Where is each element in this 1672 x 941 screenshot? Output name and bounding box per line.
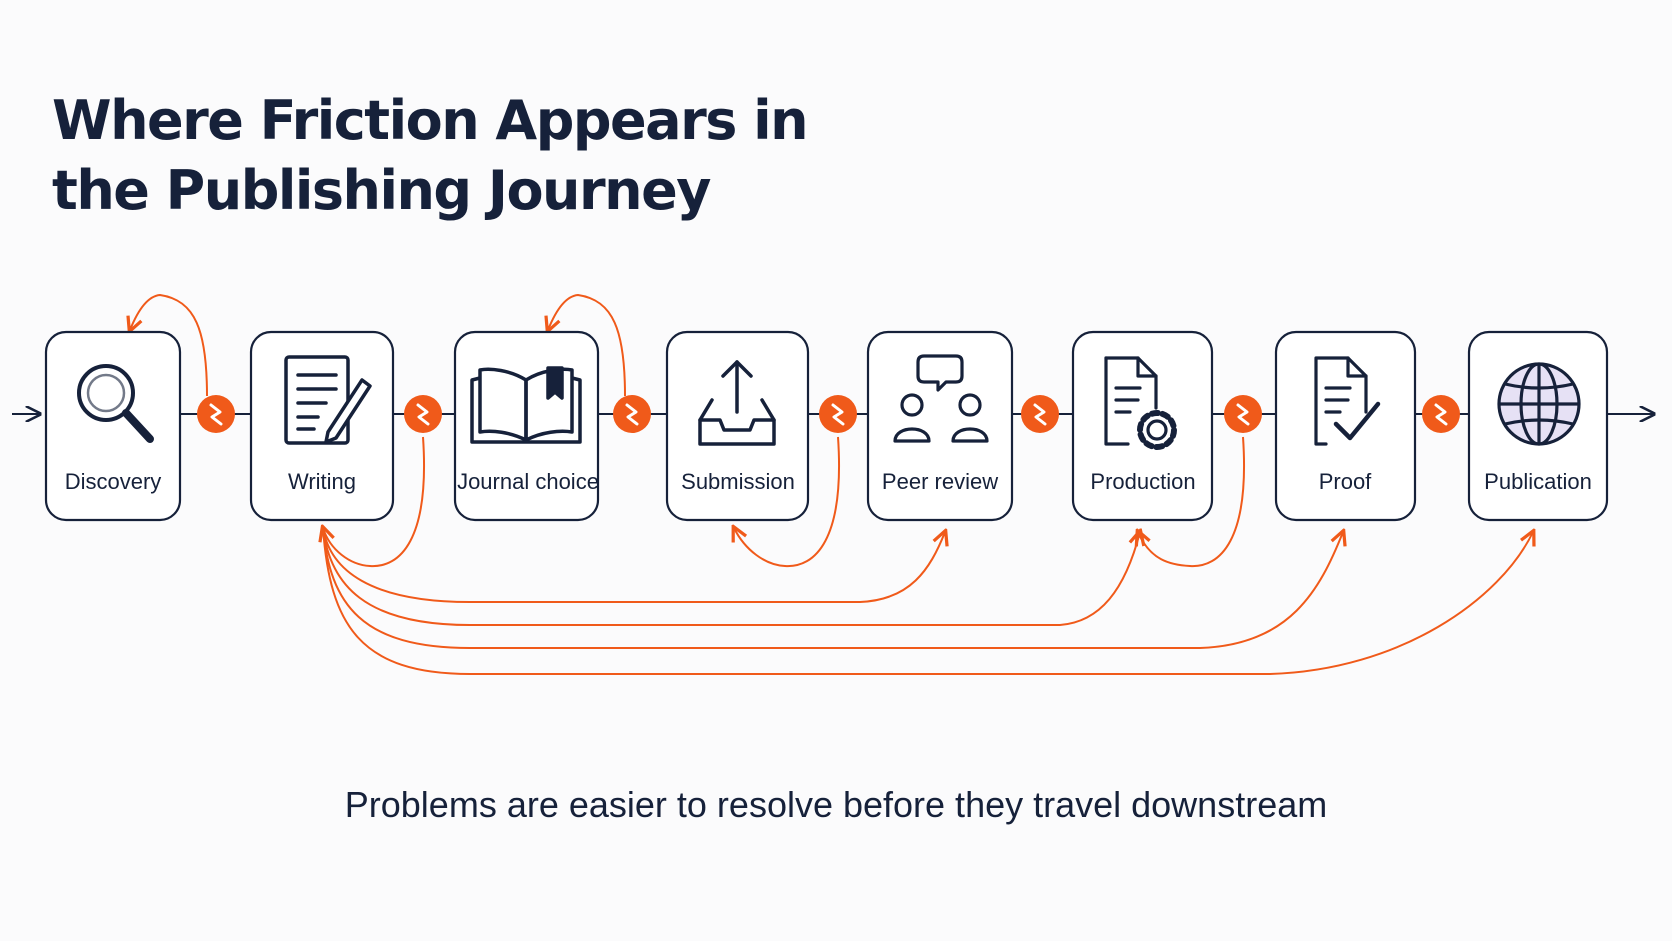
path-writing-to-proof bbox=[322, 528, 1343, 649]
stage-label: Submission bbox=[681, 469, 795, 494]
stage-label: Writing bbox=[288, 469, 356, 494]
document-check-icon bbox=[1314, 356, 1381, 446]
caption: Problems are easier to resolve before th… bbox=[344, 784, 1328, 825]
stage-label: Publication bbox=[1484, 469, 1592, 494]
stage-discovery: Discovery bbox=[44, 330, 182, 522]
lightning-icon bbox=[819, 395, 857, 433]
feedback-arrows bbox=[130, 293, 1533, 675]
lightning-icon bbox=[613, 395, 651, 433]
path-writing-to-peer-review bbox=[322, 528, 945, 603]
friction-markers bbox=[197, 395, 1460, 433]
title-line-1: Where Friction Appears in bbox=[52, 89, 809, 152]
globe-icon bbox=[1497, 362, 1581, 446]
stage-label: Discovery bbox=[65, 469, 162, 494]
loop-journal-choice-to-writing bbox=[323, 436, 425, 568]
open-book-icon bbox=[470, 366, 582, 444]
lightning-icon bbox=[197, 395, 235, 433]
stage-publication: Publication bbox=[1467, 330, 1609, 522]
reviewers-chat-icon bbox=[893, 354, 989, 443]
path-writing-to-production bbox=[322, 528, 1140, 626]
lightning-icon bbox=[1422, 395, 1460, 433]
upload-tray-icon bbox=[698, 360, 776, 446]
stage-journal-choice: Journal choice bbox=[453, 330, 600, 522]
document-pencil-icon bbox=[284, 355, 372, 445]
stage-box bbox=[665, 330, 810, 522]
stage-production: Production bbox=[1071, 330, 1214, 522]
loop-peer-review-to-submission bbox=[734, 436, 840, 568]
stage-box bbox=[866, 330, 1014, 522]
stage-label: Proof bbox=[1319, 469, 1372, 494]
stage-label: Peer review bbox=[882, 469, 998, 494]
magnifier-icon bbox=[77, 364, 154, 443]
stage-label: Production bbox=[1090, 469, 1195, 494]
document-gear-icon bbox=[1104, 356, 1177, 450]
stage-label: Journal choice bbox=[457, 469, 599, 494]
stage-writing: Writing bbox=[249, 330, 395, 522]
stage-box bbox=[44, 330, 182, 522]
lightning-icon bbox=[1224, 395, 1262, 433]
lightning-icon bbox=[404, 395, 442, 433]
loop-writing-to-discovery bbox=[130, 293, 208, 397]
stage-proof: Proof bbox=[1274, 330, 1417, 522]
stage-submission: Submission bbox=[665, 330, 810, 522]
stage-peer-review: Peer review bbox=[866, 330, 1014, 522]
page-title: Where Friction Appears in the Publishing… bbox=[52, 86, 809, 226]
path-writing-to-publication bbox=[322, 528, 1533, 675]
loop-submission-to-journal-choice bbox=[548, 293, 626, 397]
stage-box bbox=[1274, 330, 1417, 522]
loop-proof-to-production bbox=[1138, 436, 1245, 568]
lightning-icon bbox=[1021, 395, 1059, 433]
title-line-2: the Publishing Journey bbox=[52, 159, 711, 222]
